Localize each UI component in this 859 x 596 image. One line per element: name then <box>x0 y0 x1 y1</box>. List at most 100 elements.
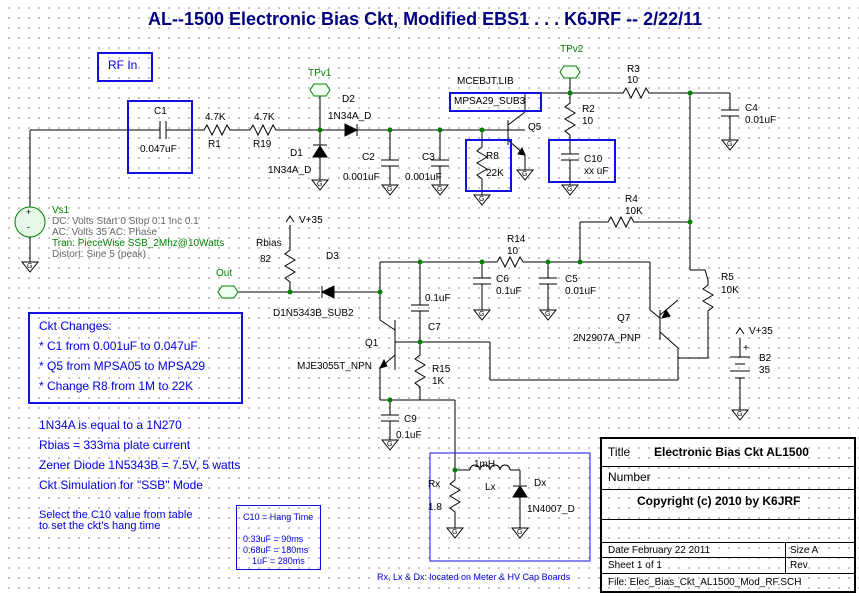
r8-label: R8 <box>486 151 499 162</box>
rbias-label: Rbias <box>256 238 282 249</box>
vs1-distort: Distort: Sine 5 (peak) <box>52 249 146 260</box>
c3-capacitor <box>431 130 449 185</box>
out-label: Out <box>216 268 233 279</box>
b2-battery <box>730 338 750 410</box>
r3-label: R3 <box>627 64 640 75</box>
ground-symbols <box>20 139 750 539</box>
c10-highlight-box <box>548 139 616 183</box>
d2-label: D2 <box>342 94 355 105</box>
b2-value: 35 <box>759 365 771 376</box>
d3-label: D3 <box>326 251 339 262</box>
c6-capacitor <box>473 262 491 310</box>
rx-value: 1.8 <box>428 502 442 513</box>
hang-row: 1uF = 280ms <box>252 556 305 566</box>
r14-resistor <box>490 255 650 269</box>
number-label: Number <box>608 470 651 484</box>
ground-label: G <box>479 195 485 203</box>
q7-label: Q7 <box>617 313 631 324</box>
b2-plus: + <box>743 343 749 354</box>
r2-resistor <box>564 93 576 145</box>
d3-model: D1N5343B_SUB2 <box>273 308 354 319</box>
r3-value: 10 <box>627 75 639 86</box>
junction-dots <box>287 90 693 473</box>
r1-label: R1 <box>208 139 221 150</box>
q7-model: 2N2907A_PNP <box>573 333 641 344</box>
ground-label: G <box>437 185 443 193</box>
r4-label: R4 <box>625 194 638 205</box>
vplus-arrows <box>285 215 745 335</box>
hang-row: 0.33uF = 90ms <box>243 534 304 544</box>
q5-transistor <box>490 93 526 170</box>
hang-heading: C10 = Hang Time <box>243 512 314 522</box>
q5-model-label: MPSA29_SUB3 <box>454 96 526 107</box>
rf-in-box <box>97 52 153 82</box>
r14-value: 10 <box>507 246 519 257</box>
rbias-value: 82 <box>260 254 272 265</box>
ground-label: G <box>727 140 733 148</box>
ground-label: G <box>522 170 528 178</box>
dx-label: Dx <box>534 478 547 489</box>
r5-value: 10K <box>721 285 739 296</box>
q1-label: Q1 <box>365 338 379 349</box>
ground-label: G <box>27 262 33 270</box>
d1-label: D1 <box>290 148 303 159</box>
changes-heading: Ckt Changes: <box>39 319 112 333</box>
c2-capacitor <box>381 130 399 185</box>
c4-value: 0.01uF <box>745 115 777 126</box>
rev-field: Rev <box>790 560 808 571</box>
q1-model: MJE3055T_NPN <box>297 361 373 372</box>
r2-label: R2 <box>582 104 595 115</box>
c1-capacitor <box>140 121 200 139</box>
vs1-plus: + <box>26 207 32 217</box>
c5-capacitor <box>539 262 557 310</box>
tpv2-label: TPv2 <box>560 44 584 55</box>
file-field: File: Elec_Bias_Ckt_AL1500_Mod_RF.SCH <box>608 577 802 588</box>
vs1-name: Vs1 <box>52 205 70 216</box>
c1-label: C1 <box>154 106 167 117</box>
select-note: Select the C10 value from table <box>39 509 193 521</box>
d1-diode <box>312 130 328 180</box>
test-points <box>217 65 581 299</box>
ground-label: G <box>567 185 573 193</box>
r1-resistor <box>200 123 245 137</box>
title-value: Electronic Bias Ckt AL1500 <box>654 445 809 459</box>
page-title: AL--1500 Electronic Bias Ckt, Modified E… <box>148 9 703 29</box>
date-field: Date February 22 2011 <box>608 545 711 556</box>
c1-value: 0.047uF <box>140 144 177 155</box>
c9-value: 0.1uF <box>396 430 422 441</box>
vplus-label-1: V+35 <box>299 215 323 226</box>
q1-transistor <box>379 319 490 400</box>
note-line: Ckt Simulation for "SSB" Mode <box>39 478 203 492</box>
changes-item: * Change R8 from 1M to 22K <box>39 379 194 393</box>
r4-resistor <box>580 215 650 229</box>
q5-label: Q5 <box>528 122 542 133</box>
d2-model: 1N34A_D <box>328 111 372 122</box>
c1-highlight-box <box>127 100 193 174</box>
r1-value: 4.7K <box>205 112 226 123</box>
c2-value: 0.001uF <box>343 172 380 183</box>
c6-value: 0.1uF <box>496 286 522 297</box>
hang-row: 0.68uF = 180ms <box>243 545 309 555</box>
c5-value: 0.01uF <box>565 286 597 297</box>
changes-item: * C1 from 0.001uF to 0.047uF <box>39 339 198 353</box>
ground-label: G <box>517 528 523 536</box>
c4-capacitor <box>721 109 739 140</box>
r8-resistor <box>476 130 488 195</box>
r19-label: R19 <box>253 139 272 150</box>
c7-label: C7 <box>428 322 441 333</box>
rbias-resistor <box>284 245 296 292</box>
ground-label: G <box>452 528 458 536</box>
c6-label: C6 <box>496 274 509 285</box>
c3-label: C3 <box>422 152 435 163</box>
lx-label: Lx <box>485 482 496 493</box>
rf-in-label: RF In <box>108 58 138 72</box>
vs1-tran: Tran: PieceWise SSB_2Mhz@10Watts <box>52 238 225 249</box>
ground-label: G <box>387 185 393 193</box>
tpv1-label: TPv1 <box>308 68 332 79</box>
ground-label: G <box>545 310 551 318</box>
c3-value: 0.001uF <box>405 172 442 183</box>
title-label: Title <box>608 445 631 459</box>
note-line: Rbias = 333ma plate current <box>39 438 191 452</box>
r15-value: 1K <box>432 376 445 387</box>
